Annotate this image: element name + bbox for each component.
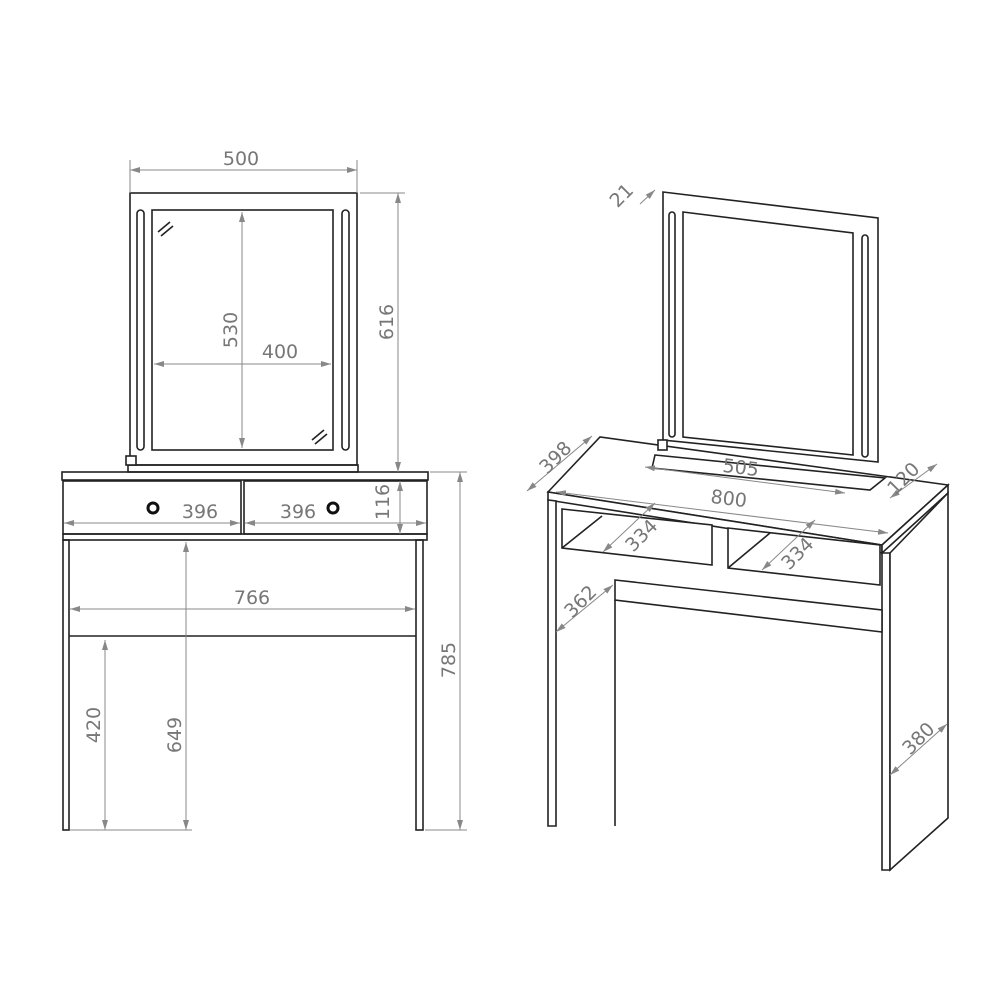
back-rail [614,579,883,633]
mirror-switch-icon [125,455,137,466]
side-panel-left [547,499,557,827]
dim-mirror-width: 500 [223,148,259,170]
glass-reflection-marks [157,221,328,445]
led-strip-right [341,209,350,451]
mirror-glass [151,209,334,451]
dim-knee-depth: 362 [560,581,601,622]
front-view: 500 616 530 400 396 396 116 766 785 420 … [61,148,467,831]
perspective-switch-icon [657,439,668,451]
dim-mirror-height: 616 [376,304,398,340]
dim-table-width: 800 [709,486,748,512]
led-strip-left [136,209,145,451]
perspective-mirror-glass [682,211,854,456]
front-rail [62,533,428,541]
perspective-mirror-frame [662,191,879,463]
knob-left-icon [146,501,160,515]
dim-drawer-left-width: 396 [182,501,218,523]
leg-left [62,539,70,831]
dim-drawer-height: 116 [372,484,394,520]
dim-glass-height: 530 [220,312,242,348]
dim-inner-width: 766 [234,587,270,609]
dim-mirror-base-width: 505 [721,455,760,481]
perspective-led-right [861,234,869,458]
tabletop [61,471,429,481]
dim-total-height: 785 [438,642,460,678]
perspective-led-left [668,211,676,438]
side-panel-right [889,491,949,872]
dim-rail-clearance: 420 [83,707,105,743]
dim-mirror-depth: 21 [605,179,638,212]
dim-drawer-right-width: 396 [280,501,316,523]
dim-glass-width: 400 [262,341,298,363]
mirror-base [127,464,359,473]
dim-knee-height: 649 [164,717,186,753]
knob-right-icon [326,501,340,515]
perspective-view: 21 398 505 120 800 334 334 362 380 [526,179,950,872]
leg-right [415,539,424,831]
side-panel-right-front [881,552,891,871]
